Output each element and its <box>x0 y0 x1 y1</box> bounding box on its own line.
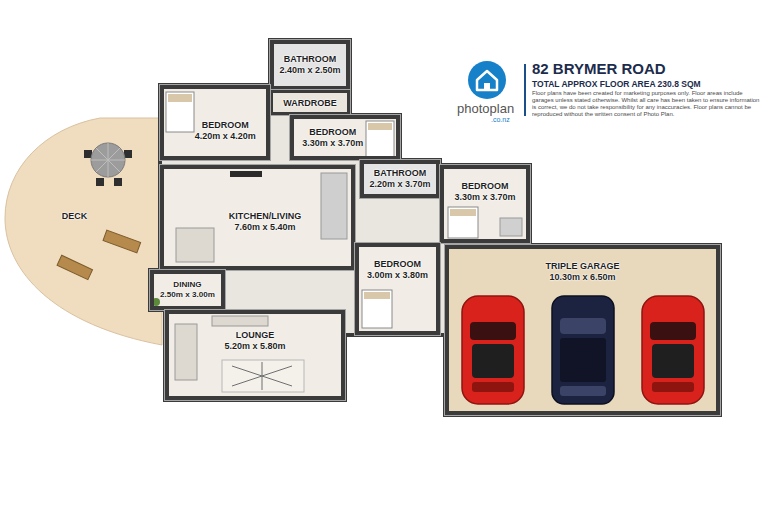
bench <box>103 230 141 253</box>
bed <box>366 121 394 157</box>
wardrobe-room: WARDROBE <box>270 90 350 115</box>
room-floor <box>165 310 345 400</box>
room-label: BEDROOM3.30m x 3.70m <box>302 127 363 149</box>
pillow <box>450 209 476 216</box>
room-label: WARDROBE <box>283 97 337 108</box>
bed <box>166 92 194 132</box>
floor-area-note: TOTAL APPROX FLOOR AREA 230.8 SQM <box>532 79 701 89</box>
room-dimensions: 3.30m x 3.70m <box>454 192 515 203</box>
red-car <box>642 296 704 404</box>
room-name: BEDROOM <box>454 181 515 192</box>
logo-wordmark: photoplan <box>457 101 514 116</box>
room-floor <box>150 270 225 310</box>
room-label: BATHROOM2.20m x 3.70m <box>369 168 430 190</box>
rug <box>222 360 304 392</box>
chair <box>96 178 104 186</box>
logo-door <box>484 83 490 90</box>
room-name: WARDROBE <box>283 97 337 108</box>
room-dimensions: 3.00m x 3.80m <box>367 270 428 281</box>
deck-area: DECK <box>5 118 150 345</box>
bedroom-room: BEDROOM3.00m x 3.80m <box>355 243 440 335</box>
umbrella <box>91 143 125 177</box>
room-label: KITCHEN/LIVING7.60m x 5.40m <box>229 211 302 233</box>
sofa <box>212 316 268 326</box>
kitchen-living-room: KITCHEN/LIVING7.60m x 5.40m <box>160 165 355 270</box>
room-floor <box>270 90 350 115</box>
room-name: DECK <box>62 210 88 221</box>
bedroom-room: BEDROOM4.20m x 4.20m <box>160 85 270 160</box>
room-name: KITCHEN/LIVING <box>229 211 302 222</box>
room-dimensions: 2.50m x 3.00m <box>160 290 215 300</box>
room-name: BATHROOM <box>279 54 340 65</box>
room-dimensions: 2.40m x 2.50m <box>279 65 340 76</box>
room-label: DINING2.50m x 3.00m <box>160 280 215 300</box>
tv-unit <box>230 171 262 177</box>
room-floor <box>445 245 720 415</box>
title-divider <box>524 64 526 116</box>
navy-car <box>552 296 614 404</box>
room-name: LOUNGE <box>224 330 285 341</box>
room-name: BEDROOM <box>367 259 428 270</box>
room-label: BEDROOM4.20m x 4.20m <box>195 120 256 142</box>
bed <box>448 207 478 238</box>
room-dimensions: 2.20m x 3.70m <box>369 179 430 190</box>
room-label: LOUNGE5.20m x 5.80m <box>224 330 285 352</box>
sofa <box>176 228 214 262</box>
room-label: BATHROOM2.40m x 2.50m <box>279 54 340 76</box>
house-outline <box>150 40 720 415</box>
room-dimensions: 5.20m x 5.80m <box>224 341 285 352</box>
chair <box>114 178 122 186</box>
bathroom-room: BATHROOM2.40m x 2.50m <box>270 40 350 90</box>
logo-house <box>477 71 497 90</box>
logo-badge <box>468 61 506 99</box>
bedroom-room: BEDROOM3.30m x 3.70m <box>290 115 400 160</box>
bed <box>362 290 392 328</box>
room-label: TRIPLE GARAGE10.30m x 6.50m <box>545 261 619 283</box>
bathroom-room: BATHROOM2.20m x 3.70m <box>360 160 440 198</box>
room-name: BEDROOM <box>302 127 363 138</box>
dining-room: DINING2.50m x 3.00m <box>150 270 225 310</box>
pillow <box>364 292 390 299</box>
room-dimensions: 3.30m x 3.70m <box>302 138 363 149</box>
washer <box>500 218 522 236</box>
deck-surface <box>5 118 162 345</box>
pillow <box>368 123 392 130</box>
disclaimer-text: Floor plans have been created for market… <box>532 90 760 118</box>
room-name: DINING <box>160 280 215 290</box>
plan-title: 82 BRYMER ROAD <box>532 60 666 77</box>
rug-pattern <box>232 362 292 390</box>
room-label: DECK <box>62 210 88 221</box>
room-dimensions: 7.60m x 5.40m <box>229 222 302 233</box>
lounge-room: LOUNGE5.20m x 5.80m <box>165 310 345 400</box>
room-floor <box>355 243 440 335</box>
room-floor <box>160 165 355 270</box>
room-floor <box>440 165 530 243</box>
room-floor <box>270 40 350 90</box>
room-dimensions: 4.20m x 4.20m <box>195 131 256 142</box>
bedroom-room: BEDROOM3.30m x 3.70m <box>440 165 530 243</box>
garage-room: TRIPLE GARAGE10.30m x 6.50m <box>445 245 720 415</box>
room-name: TRIPLE GARAGE <box>545 261 619 272</box>
bench <box>57 255 92 279</box>
kitchen-counter <box>321 173 347 239</box>
sofa <box>175 324 197 380</box>
room-floors <box>150 40 720 415</box>
pillow <box>168 94 192 102</box>
room-dimensions: 10.30m x 6.50m <box>545 272 619 283</box>
room-label: BEDROOM3.30m x 3.70m <box>454 181 515 203</box>
room-name: BEDROOM <box>195 120 256 131</box>
room-label: BEDROOM3.00m x 3.80m <box>367 259 428 281</box>
room-floor <box>290 115 400 160</box>
room-name: BATHROOM <box>369 168 430 179</box>
red-car <box>462 296 524 404</box>
logo-domain: .co.nz <box>491 116 510 124</box>
room-floor <box>160 85 270 160</box>
room-floor <box>360 160 440 198</box>
umbrella-spokes <box>91 143 125 177</box>
